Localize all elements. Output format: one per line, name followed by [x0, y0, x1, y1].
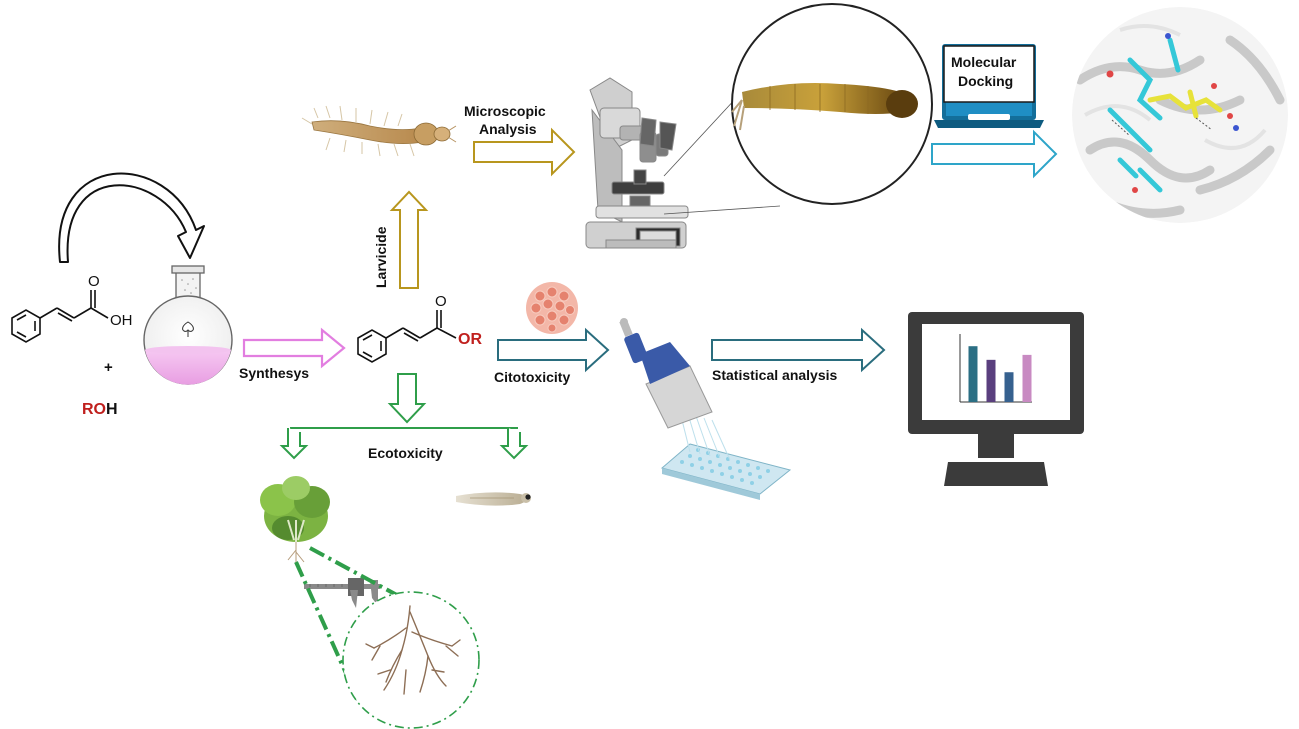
molecular-label-line2: Docking — [958, 73, 1013, 89]
ecotoxicity-label: Ecotoxicity — [368, 445, 443, 461]
citotoxicity-label: Citotoxicity — [494, 369, 570, 385]
ester-o-label: O — [435, 293, 447, 310]
docking-arrow — [931, 129, 1058, 179]
chart-bar-2 — [986, 359, 996, 402]
laptop-icon — [934, 44, 1044, 128]
zoom-line-bottom — [663, 205, 781, 215]
larvicide-label: Larvicide — [373, 226, 389, 288]
ester-or-label: OR — [458, 331, 482, 348]
zebrafish-larva-icon — [456, 492, 531, 506]
chart-bar-3 — [1004, 372, 1014, 402]
chart-bar-4 — [1022, 354, 1032, 402]
citotoxicity-arrow — [497, 327, 610, 373]
cell-cluster-icon — [526, 282, 578, 334]
cinnamic-acid-structure — [11, 290, 109, 343]
microscopic-label-line1: Microscopic — [464, 103, 546, 119]
microscopic-label-line2: Analysis — [479, 121, 537, 137]
zoom-line-top — [663, 95, 739, 177]
monitor-icon — [908, 312, 1084, 486]
synthesys-label: Synthesys — [239, 365, 309, 381]
ecotoxicity-branch — [279, 427, 529, 460]
statistics-bar-chart — [959, 334, 1032, 403]
protein-docking-image — [1072, 7, 1288, 223]
acid-oh-label: OH — [110, 312, 133, 329]
chart-bar-1 — [968, 346, 978, 402]
acid-o-label: O — [88, 273, 100, 290]
mosquito-larva-icon — [301, 105, 457, 157]
microscopic-arrow — [473, 127, 576, 177]
cinnamate-ester-structure — [357, 310, 457, 363]
multichannel-pipette-icon — [619, 318, 792, 500]
magnified-larva-view — [731, 3, 933, 205]
roh-label: ROH — [82, 401, 118, 418]
larvicide-arrow — [389, 190, 429, 289]
lettuce-plant-icon — [260, 476, 330, 566]
synthesis-arrow — [242, 327, 346, 369]
root-system-icon — [365, 605, 461, 695]
statistical-arrow — [711, 327, 886, 373]
curved-arrow-icon — [58, 172, 205, 263]
statistical-label: Statistical analysis — [712, 367, 838, 383]
caliper-icon — [304, 578, 380, 608]
microscope-icon — [585, 77, 689, 249]
root-zoom-circle — [342, 591, 480, 729]
round-flask-icon — [143, 265, 233, 385]
plus-sign: + — [104, 359, 113, 376]
molecular-label-line1: Molecular — [951, 54, 1017, 70]
ecotoxicity-down-arrow — [387, 373, 427, 424]
